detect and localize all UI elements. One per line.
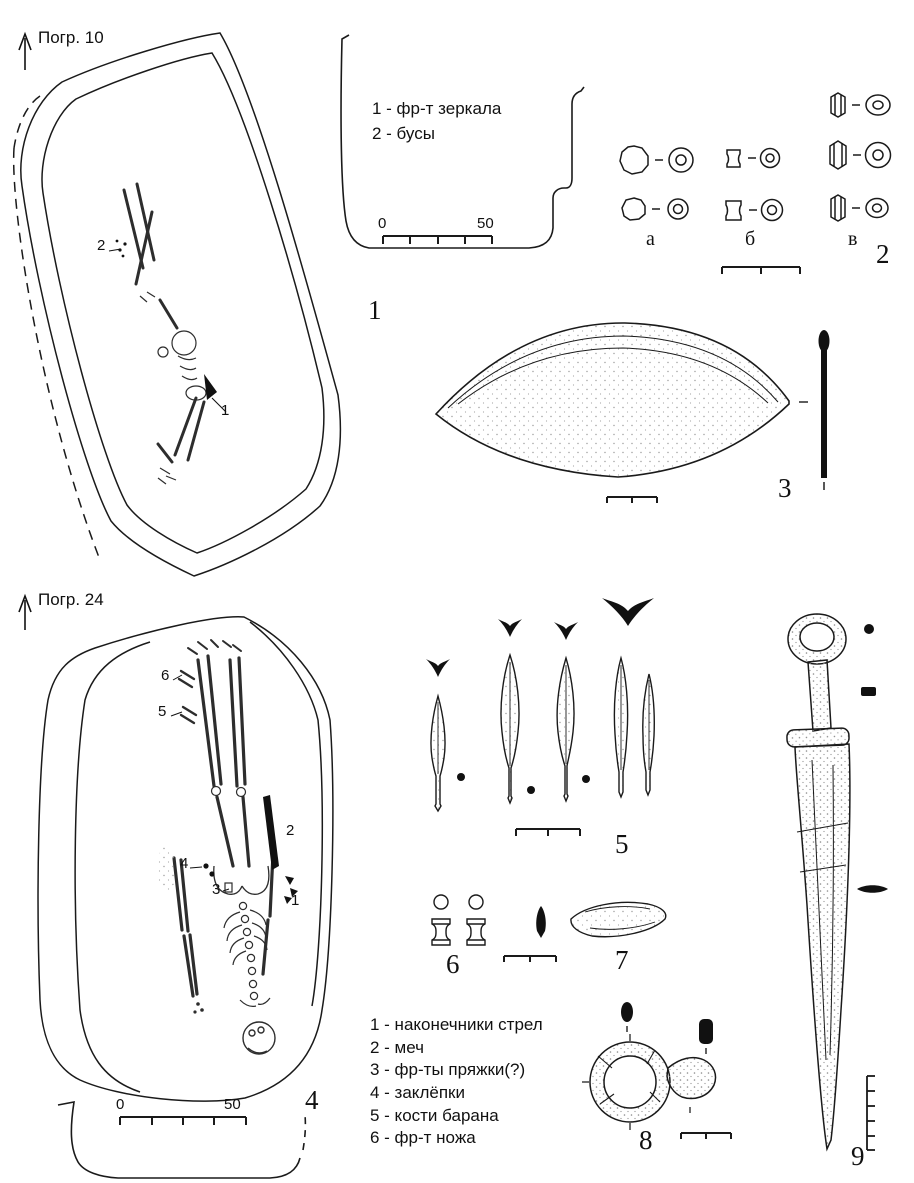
figure1-profile-drawing <box>340 34 585 249</box>
legend-line: 3 - фр-ты пряжки(?) <box>370 1060 526 1080</box>
legend-line: 1 - фр-т зеркала <box>372 99 502 118</box>
figure6-rivets <box>431 894 557 962</box>
burial10-skeleton <box>108 182 227 485</box>
legend-line: 4 - заклёпки <box>370 1083 465 1103</box>
figure9-sword <box>786 613 888 1152</box>
figure7-knife-fragment <box>536 901 667 938</box>
figure8-number: 8 <box>639 1125 653 1155</box>
burial24-marker-arrows: 1 <box>291 892 300 909</box>
figure1-legend: 1 - фр-т зеркала 2 - бусы <box>372 99 502 149</box>
burial24-plan <box>37 616 334 1102</box>
scale4-zero: 0 <box>116 1096 125 1113</box>
burial10-plan <box>12 32 342 577</box>
scale1-fifty: 50 <box>477 215 494 232</box>
legend-line: 2 - бусы <box>372 123 435 143</box>
figure5-number: 5 <box>615 829 629 859</box>
burial24-marker-sword: 2 <box>286 822 295 839</box>
scale4-fifty: 50 <box>224 1096 241 1113</box>
figure1-number: 1 <box>368 295 382 325</box>
beads-group-a-label: а <box>646 228 655 250</box>
figure7-number: 7 <box>615 945 629 975</box>
figure3-number: 3 <box>778 473 792 503</box>
legend-line: 5 - кости барана <box>370 1105 499 1125</box>
figure4-legend: 1 - наконечники стрел 2 - меч 3 - фр-ты … <box>370 1015 543 1152</box>
burial10-marker-beads: 2 <box>97 237 106 254</box>
north-arrow-icon <box>18 31 32 70</box>
beads-group-b-label: б <box>745 228 756 250</box>
legend-line: 1 - наконечники стрел <box>370 1015 543 1034</box>
north-arrow-icon <box>18 593 32 630</box>
burial24-marker-buckle: 3 <box>212 881 221 898</box>
beads-group-v-label: в <box>848 228 858 250</box>
figure4-scale-and-profile <box>57 1101 307 1179</box>
figure8-buckle <box>582 1002 732 1139</box>
burial10-title: Погр. 10 <box>38 28 104 47</box>
figure3-mirror-fragment <box>434 322 830 503</box>
figure9-number: 9 <box>851 1141 865 1171</box>
legend-line: 6 - фр-т ножа <box>370 1128 476 1148</box>
figure5-arrowheads <box>426 598 655 836</box>
legend-line: 2 - меч <box>370 1037 424 1057</box>
scale1-zero: 0 <box>378 215 387 232</box>
burial24-marker-knife: 6 <box>161 667 170 684</box>
figure2-number: 2 <box>876 239 890 269</box>
burial10-marker-mirror: 1 <box>221 402 230 419</box>
figure6-number: 6 <box>446 949 460 979</box>
burial24-title: Погр. 24 <box>38 590 104 609</box>
figure4-number: 4 <box>305 1085 319 1115</box>
burial24-marker-rivets: 4 <box>180 855 189 872</box>
burial24-marker-sheep: 5 <box>158 703 167 720</box>
figure2-beads <box>619 92 892 274</box>
burial24-skeleton <box>157 639 298 1055</box>
